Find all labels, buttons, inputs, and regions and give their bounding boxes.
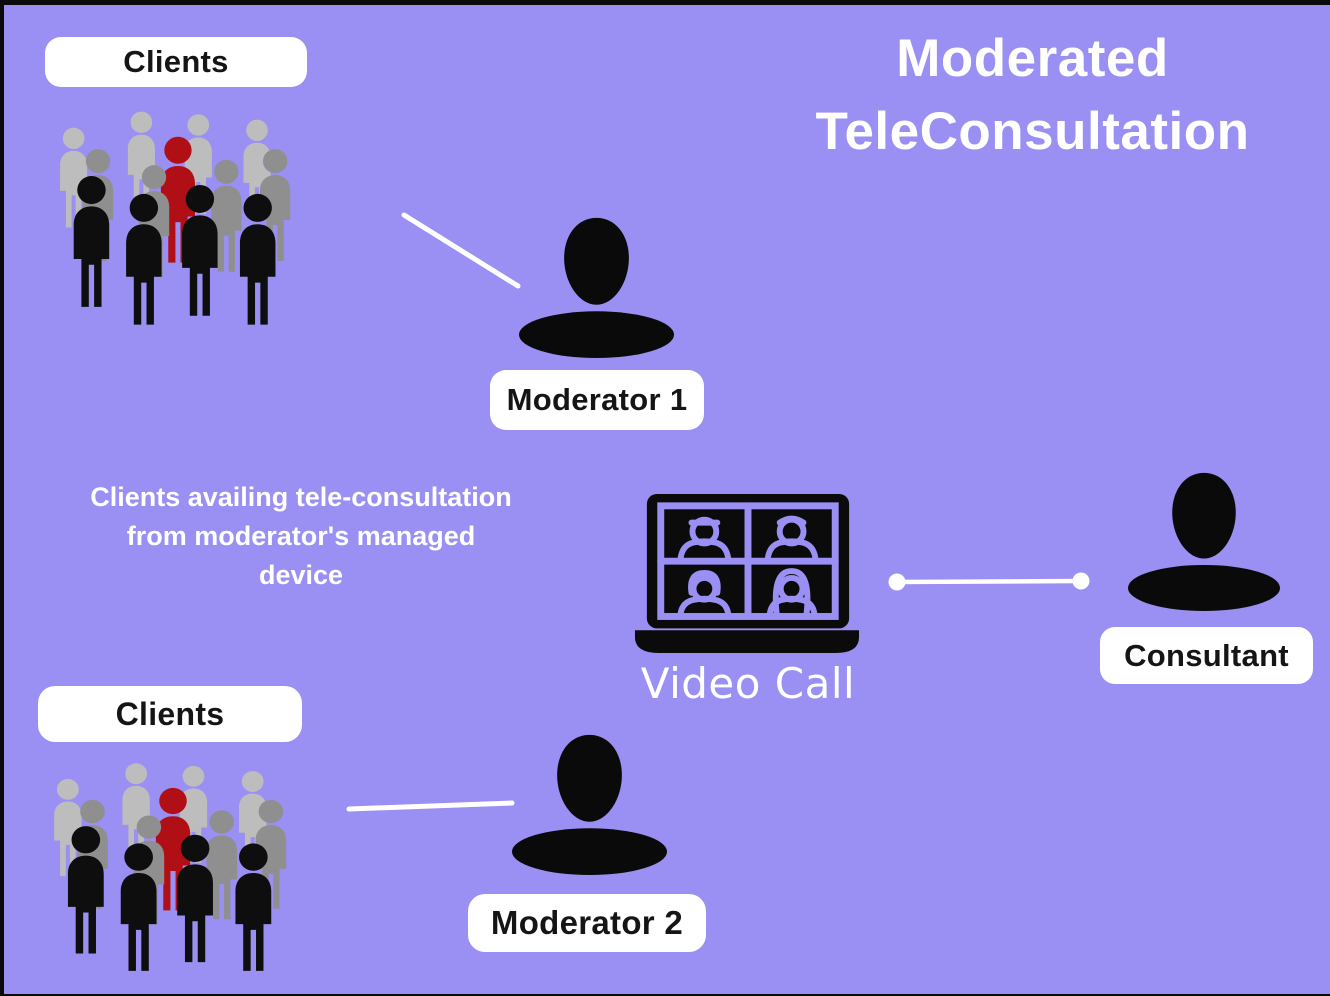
participant-man-cap-icon (677, 516, 732, 562)
clients-bottom-label-text: Clients (115, 695, 225, 732)
person-silhouette-icon (511, 734, 668, 875)
person-silhouette-icon (1127, 472, 1281, 611)
title-line-2: TeleConsultation (815, 102, 1250, 162)
clients-crowd-icon (36, 752, 300, 976)
moderator2-label: Moderator 2 (468, 894, 706, 952)
moderator1-label: Moderator 1 (490, 370, 704, 430)
clients-to-moderator2-line (346, 800, 515, 812)
clients-to-moderator1-line (401, 212, 521, 289)
description-text: Clients availing tele-consultation from … (40, 478, 562, 595)
participant-woman-icon (677, 570, 732, 617)
participant-person-icon (764, 515, 819, 562)
consultant-label: Consultant (1100, 627, 1313, 684)
clients-bottom-label: Clients (38, 686, 302, 742)
clients-top-label: Clients (45, 37, 307, 87)
clients-crowd-icon (42, 100, 304, 330)
video-call-label: Video Call (622, 659, 874, 708)
description-line-2: from moderator's managed (126, 521, 476, 552)
page-title: Moderated TeleConsultation (760, 22, 1305, 168)
description-line-1: Clients availing tele-consultation (90, 482, 512, 512)
moderator2-label-text: Moderator 2 (490, 904, 684, 941)
person-silhouette-icon (518, 217, 675, 358)
description-line-3: device (258, 560, 344, 591)
line-endpoint-dot (1072, 572, 1090, 590)
participant-longhair-woman-icon (766, 568, 818, 618)
clients-top-label-text: Clients (123, 44, 229, 79)
consultant-label-text: Consultant (1124, 637, 1289, 673)
video-call-laptop-icon (634, 493, 860, 654)
line-endpoint-dot (888, 573, 906, 591)
video-call-label-text: Video Call (640, 659, 856, 708)
moderator1-label-text: Moderator 1 (506, 382, 688, 417)
videocall-to-consultant-line (896, 578, 1082, 585)
title-line-1: Moderated (896, 29, 1169, 88)
